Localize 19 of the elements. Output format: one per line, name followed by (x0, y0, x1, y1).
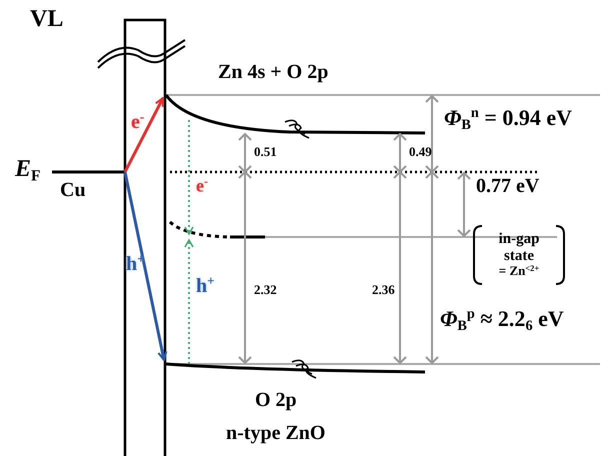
value-label: 0.49 (409, 145, 432, 158)
value-label: e$^{-}$ (196, 176, 208, 194)
value-label: 2.32 (254, 283, 277, 296)
value-label: Φ$_{B}$$^{n}$ = 0.94 eV (444, 106, 572, 132)
band-label: O 2p (255, 390, 297, 410)
value-label: 0.51 (254, 145, 277, 158)
band-label: n-type ZnO (226, 423, 326, 443)
band-label: Zn 4s + O 2p (218, 62, 328, 82)
value-label: E$_{F}$ (15, 157, 41, 184)
value-label: Φ$_{B}$$^{p}$ ≈ 2.2$_{6}$ eV (440, 307, 564, 334)
value-label: h$^{+}$ (196, 274, 215, 296)
value-label: e$^{-}$ (131, 110, 144, 132)
band-label: VL (30, 7, 64, 31)
bracketed-note (472, 224, 566, 286)
value-label: 0.77 eV (476, 176, 540, 196)
note-text: = Zn$^{<2+}$ (498, 264, 540, 279)
note-text: in-gap state (498, 231, 540, 264)
value-label: 2.36 (372, 283, 395, 296)
band-label: Cu (60, 180, 86, 200)
